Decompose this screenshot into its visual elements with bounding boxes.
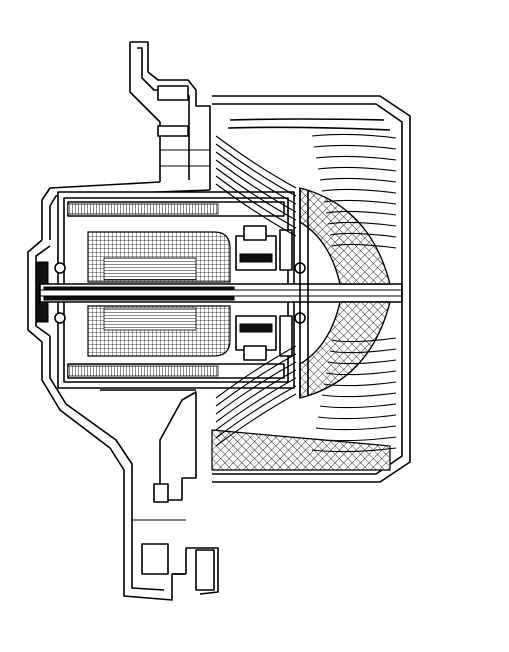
fan-blade	[215, 393, 297, 447]
fan-blade	[215, 377, 297, 431]
stator-winding-lower	[87, 305, 231, 357]
fan-blade	[317, 414, 397, 420]
fan-blade	[331, 243, 397, 249]
fan-blades-lower	[311, 337, 397, 453]
fan-blade	[315, 155, 397, 161]
fan-blade	[315, 425, 397, 431]
fan-blade	[329, 348, 397, 354]
fan-blade	[215, 151, 297, 205]
fan-blade	[327, 221, 397, 227]
fan-blade	[215, 175, 297, 229]
fan-blade	[311, 133, 397, 139]
fan-blade	[329, 232, 397, 238]
fan-blade	[331, 337, 397, 343]
fan-blade	[317, 166, 397, 172]
fan-blade	[327, 359, 397, 365]
fan-blade	[313, 144, 397, 150]
fan-blade	[321, 392, 397, 398]
fan-blade	[215, 345, 297, 399]
fan-blade	[323, 381, 397, 387]
stator-winding-upper	[87, 231, 231, 283]
fan-blade	[215, 385, 297, 439]
fan-blade	[215, 361, 297, 415]
blower-wheel	[211, 95, 411, 483]
fan-blade	[313, 436, 397, 442]
brush-holder	[54, 225, 306, 361]
fan-blade	[311, 447, 397, 453]
fan-blade	[215, 135, 297, 189]
fan-blade	[319, 177, 397, 183]
fan-blade	[215, 167, 297, 221]
fan-blade	[215, 353, 297, 407]
fan-blade	[325, 210, 397, 216]
fan-blades-upper	[311, 133, 397, 249]
fan-blade	[215, 369, 297, 423]
fan-blade	[215, 183, 297, 237]
fan-blade	[323, 199, 397, 205]
fan-blade	[215, 159, 297, 213]
fan-blades-inner	[215, 135, 297, 447]
fan-blade	[215, 143, 297, 197]
fan-blade	[319, 403, 397, 409]
fan-blade	[321, 188, 397, 194]
fan-blade	[325, 370, 397, 376]
motor-shaft	[39, 283, 403, 303]
